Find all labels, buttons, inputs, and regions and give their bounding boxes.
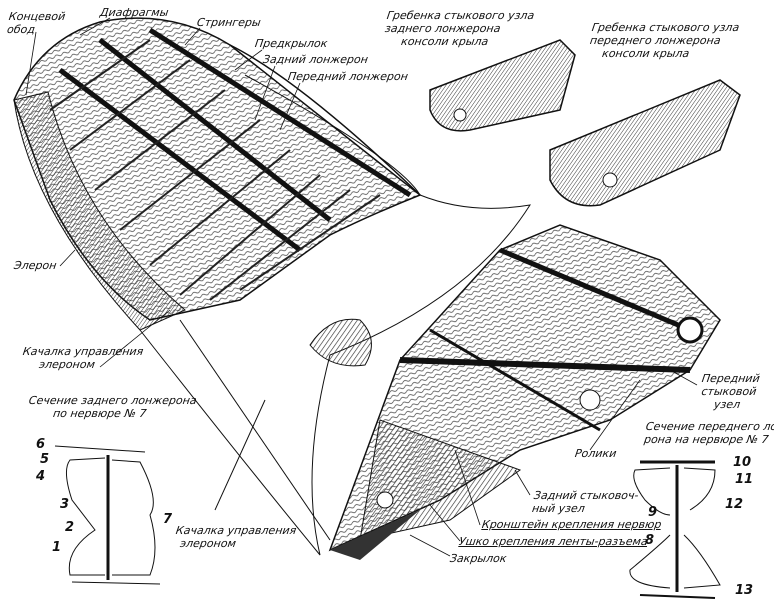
callout-number: 9 (648, 505, 658, 520)
label-rear-spar: Задний лонжерон (262, 53, 369, 66)
label-line: Гребенка стыкового узла (385, 9, 536, 22)
label-tape-lug: Ушко крепления ленты-разъема (458, 535, 649, 548)
label-rear-joint: Задний стыковоч- ный узел (531, 489, 639, 515)
callout-number: 2 (65, 520, 75, 535)
callout-number: 13 (735, 583, 754, 598)
label-flap: Закрылок (449, 552, 508, 565)
label-rear-comb: Гребенка стыкового узла заднего лонжерон… (382, 9, 535, 48)
callout-number: 6 (36, 437, 46, 452)
label-line: Сечение заднего лонжерона (28, 394, 198, 407)
callout-number: 5 (40, 452, 50, 467)
label-line: стыковой (700, 385, 758, 398)
label-line: заднего лонжерона (384, 22, 502, 35)
label-line: элероном (38, 358, 96, 371)
label-line: Концевой (8, 10, 67, 23)
label-rear-section-title: Сечение заднего лонжерона по нервюре № 7 (26, 394, 198, 420)
callout-number: 8 (645, 533, 655, 548)
center-section (328, 224, 721, 560)
label-front-section-title: Сечение переднего лонже- рона на нервюре… (643, 420, 774, 446)
label-line: элероном (179, 537, 237, 550)
label-tip-rim: Концевой обод (6, 10, 66, 36)
callout-number: 4 (36, 469, 46, 484)
callout-number: 1 (52, 540, 62, 555)
rear-comb-drawing (429, 39, 576, 132)
callout-number: 11 (735, 472, 754, 487)
label-slat: Предкрылок (254, 37, 329, 50)
label-line: обод (6, 23, 36, 36)
outer-wing-console (13, 17, 422, 331)
label-front-comb: Гребенка стыкового узла переднего лонжер… (587, 21, 740, 60)
label-line: рона на нервюре № 7 (643, 433, 770, 446)
label-line: Передний (700, 372, 761, 385)
label-line: Качалка управления (22, 345, 145, 358)
label-aileron-rocker-2: Качалка управления элероном (173, 524, 297, 550)
label-line: переднего лонжерона (589, 34, 722, 47)
label-line: узел (713, 398, 742, 411)
label-line: Гребенка стыкового узла (590, 21, 741, 34)
label-line: Задний стыковоч- (533, 489, 640, 502)
callout-number: 10 (733, 455, 752, 470)
label-rib-bracket: Кронштейн крепления нервюр (481, 518, 663, 531)
label-aileron: Элерон (13, 259, 58, 272)
label-front-joint: Передний стыковой узел (697, 372, 761, 411)
callout-number: 3 (60, 497, 70, 512)
label-line: консоли крыла (601, 47, 691, 60)
label-line: по нервюре № 7 (52, 407, 148, 420)
callout-number: 12 (725, 497, 744, 512)
label-line: Качалка управления (175, 524, 298, 537)
rear-spar-section-drawing (54, 445, 161, 585)
label-rollers: Ролики (574, 447, 618, 460)
label-line: консоли крыла (400, 35, 490, 48)
label-aileron-rocker-1: Качалка управления элероном (20, 345, 144, 371)
label-line: Сечение переднего лонже- (645, 420, 774, 433)
front-comb-drawing (549, 79, 741, 207)
front-spar-section-drawing (629, 460, 721, 599)
label-line: ный узел (531, 502, 586, 515)
label-diaphragms: Диафрагмы (99, 6, 170, 19)
label-stringers: Стрингеры (196, 16, 262, 29)
callout-number: 7 (163, 512, 173, 527)
label-front-spar: Передний лонжерон (287, 70, 409, 83)
